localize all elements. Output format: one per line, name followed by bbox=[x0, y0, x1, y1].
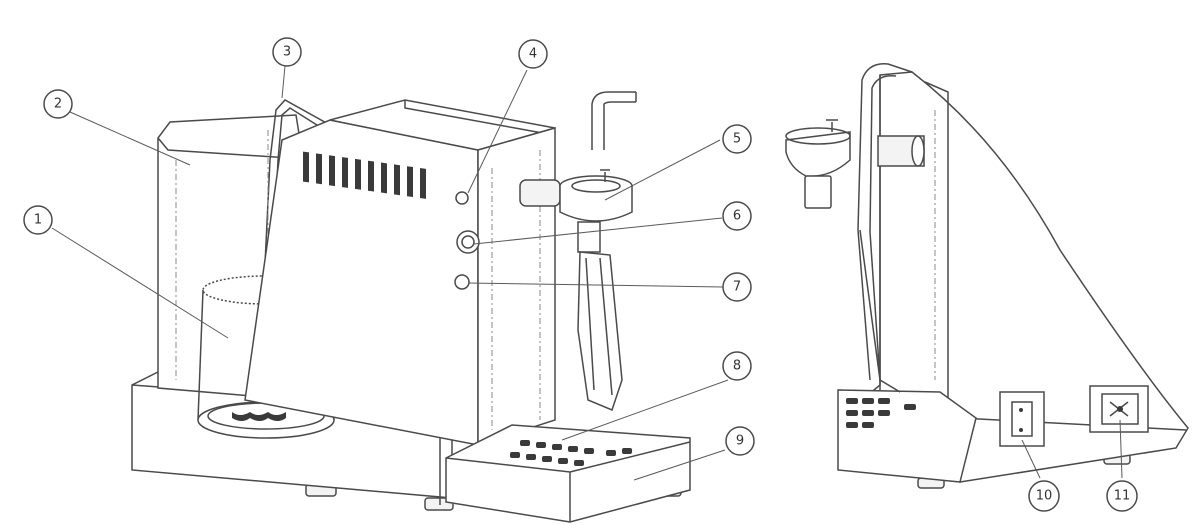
switch-button bbox=[454, 274, 470, 290]
callout-8: 8 bbox=[722, 351, 752, 381]
callout-5-label: 5 bbox=[733, 132, 741, 147]
side-drip-grate bbox=[846, 398, 916, 428]
callout-2: 2 bbox=[43, 89, 73, 119]
indicator-lamp bbox=[455, 191, 469, 205]
callout-2-label: 2 bbox=[54, 97, 62, 112]
callout-10-label: 10 bbox=[1036, 489, 1053, 504]
front-view bbox=[131, 91, 691, 523]
steam-wand bbox=[577, 91, 637, 412]
callout-1-label: 1 bbox=[34, 213, 42, 228]
side-view bbox=[785, 63, 1189, 489]
callout-4: 4 bbox=[518, 39, 548, 69]
callout-3-label: 3 bbox=[283, 45, 291, 60]
callout-4-label: 4 bbox=[529, 47, 537, 62]
callout-10: 10 bbox=[1028, 480, 1060, 512]
callout-6: 6 bbox=[722, 201, 752, 231]
callout-9-label: 9 bbox=[736, 434, 744, 449]
callout-7: 7 bbox=[722, 272, 752, 302]
callout-5: 5 bbox=[722, 124, 752, 154]
drip-grate bbox=[510, 440, 632, 466]
vent-slots bbox=[303, 151, 426, 199]
power-switch bbox=[999, 391, 1045, 447]
group-head bbox=[519, 169, 633, 253]
drip-tray bbox=[445, 424, 691, 523]
callout-7-label: 7 bbox=[733, 280, 741, 295]
callout-11: 11 bbox=[1106, 480, 1138, 512]
callout-3: 3 bbox=[272, 37, 302, 67]
side-panel bbox=[244, 119, 479, 446]
steam-knob bbox=[456, 230, 480, 254]
callout-1: 1 bbox=[23, 205, 53, 235]
callout-6-label: 6 bbox=[733, 209, 741, 224]
callout-8-label: 8 bbox=[733, 359, 741, 374]
leader-lines bbox=[51, 65, 1123, 481]
callout-11-label: 11 bbox=[1114, 489, 1131, 504]
power-socket bbox=[1089, 385, 1149, 433]
front-panel bbox=[454, 127, 556, 447]
callout-9: 9 bbox=[725, 426, 755, 456]
